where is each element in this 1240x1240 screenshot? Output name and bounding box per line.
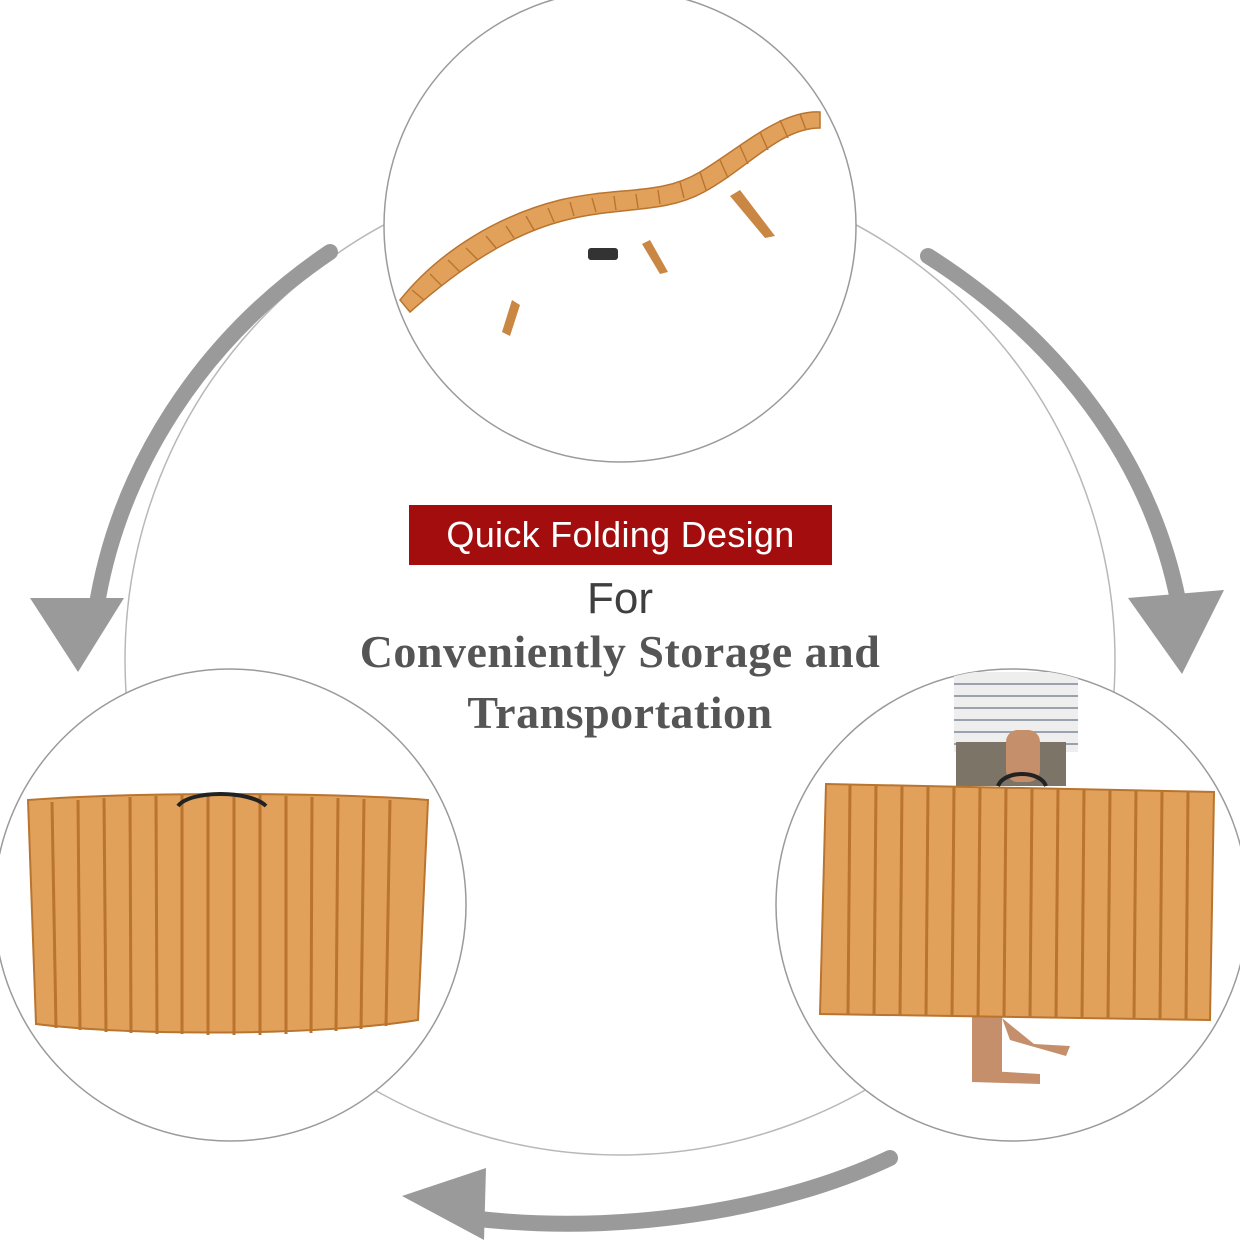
subtitle-line-1: Conveniently Storage and <box>359 626 881 677</box>
unfolded-lounger-photo <box>383 0 857 463</box>
connector-text: For <box>587 574 653 623</box>
headline-badge: Quick Folding Design <box>409 505 832 565</box>
carrying-lounger-photo <box>775 668 1240 1142</box>
subtitle-line-2: Transportation <box>467 687 773 738</box>
curved-arrow-icon <box>30 244 338 672</box>
curved-arrow-icon <box>402 1150 898 1240</box>
folded-lounger-photo <box>0 668 467 1142</box>
curved-arrow-icon <box>920 248 1224 674</box>
